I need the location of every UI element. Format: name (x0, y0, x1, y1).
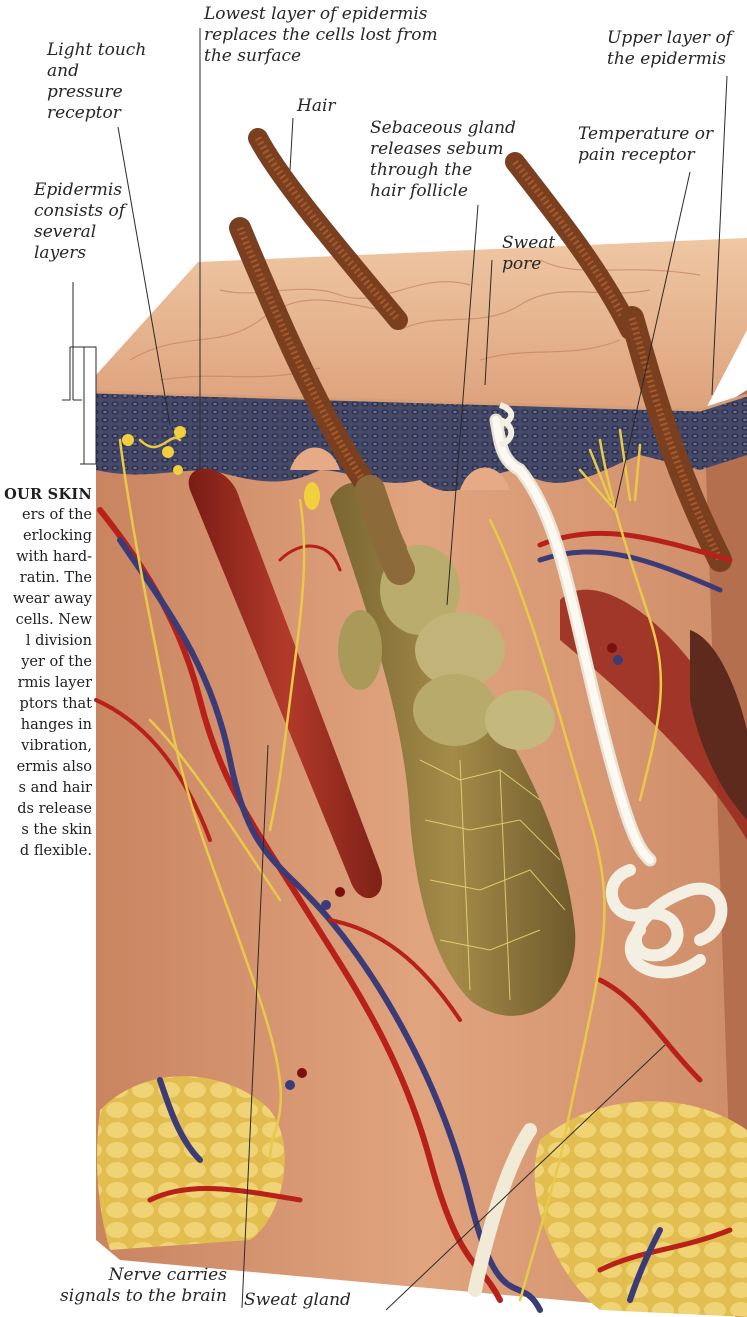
side-paragraph-title: OUR SKIN (0, 484, 92, 505)
label-epidermis-layers: Epidermis consists of several layers (34, 180, 125, 264)
fat-lobule-left (97, 1076, 285, 1250)
label-temperature-receptor: Temperature or pain receptor (578, 124, 713, 166)
label-sweat-pore: Sweat pore (502, 233, 555, 275)
label-upper-layer: Upper layer of the epidermis (607, 28, 732, 70)
label-hair: Hair (297, 96, 336, 117)
label-light-touch: Light touch and pressure receptor (47, 40, 146, 124)
label-sweat-gland: Sweat gland (244, 1290, 351, 1311)
label-sebaceous-gland: Sebaceous gland releases sebum through t… (370, 118, 516, 202)
label-nerve: Nerve carries signals to the brain (60, 1265, 227, 1307)
side-paragraph-body: ers of the erlocking with hard- ratin. T… (0, 505, 92, 862)
label-lowest-layer: Lowest layer of epidermis replaces the c… (204, 4, 438, 67)
side-paragraph: OUR SKIN ers of the erlocking with hard-… (0, 484, 92, 862)
